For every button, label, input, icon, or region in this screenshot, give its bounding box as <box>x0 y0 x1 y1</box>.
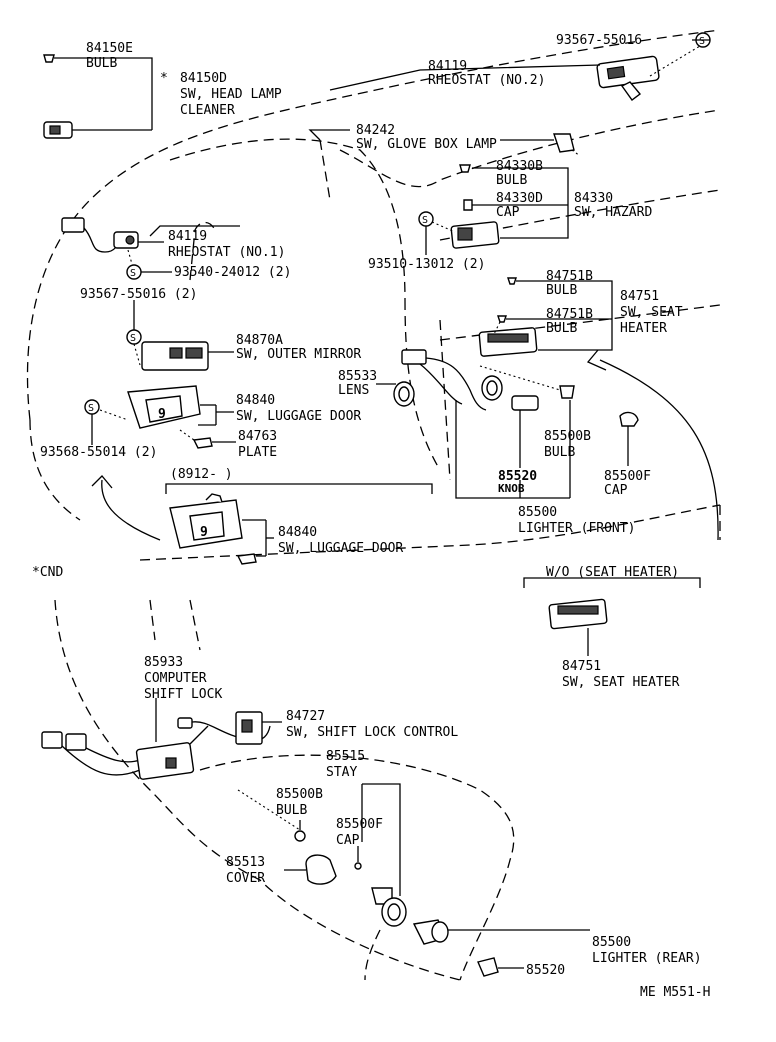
switch-head-lamp-cleaner <box>43 57 153 139</box>
label-84870A-name: SW, OUTER MIRROR <box>236 347 361 362</box>
label-84330-name: SW, HAZARD <box>574 205 652 220</box>
label-84870A-code: 84870A <box>236 333 283 348</box>
label-84763-code: 84763 <box>238 429 277 444</box>
screw-marks: S S S S S <box>88 36 705 414</box>
switch-outer-mirror <box>126 300 234 371</box>
label-85500F-name: CAP <box>604 483 628 498</box>
label-85500Fr-name: CAP <box>336 833 360 848</box>
label-85500F-code: 85500F <box>604 469 651 484</box>
switch-seat-heater-wo <box>523 577 701 656</box>
switch-seat-heater <box>478 277 719 541</box>
label-84150E-name: BULB <box>86 56 117 71</box>
s-mark-2: S <box>422 215 428 226</box>
switch-hazard <box>418 164 569 255</box>
svg-text:9: 9 <box>158 407 166 422</box>
label-85533-code: 85533 <box>338 369 377 384</box>
label-84751Ba-name: BULB <box>546 283 577 298</box>
switch-glove-box-lamp <box>308 129 581 157</box>
label-85520r-code: 85520 <box>526 963 565 978</box>
label-84727-name: SW, SHIFT LOCK CONTROL <box>286 725 458 740</box>
lighter-front <box>376 349 639 499</box>
rheostat-no2 <box>329 32 711 101</box>
label-84840b-name: SW, LUGGAGE DOOR <box>278 541 403 556</box>
label-84763-name: PLATE <box>238 445 277 460</box>
label-85500B-name: BULB <box>544 445 575 460</box>
label-85520-name: KNOB <box>498 482 525 495</box>
computer-shift-lock <box>41 698 282 780</box>
label-85515-code: 85515 <box>326 749 365 764</box>
s-mark-3: S <box>130 268 136 279</box>
label-85500B-code: 85500B <box>544 429 591 444</box>
switch-luggage-door-upper: 9 <box>84 385 236 541</box>
label-84840a-code: 84840 <box>236 393 275 408</box>
label-84751-name1: SW, SEAT <box>620 305 683 320</box>
label-cnd: *CND <box>32 565 63 580</box>
label-84751c-name: SW, SEAT HEATER <box>562 675 680 690</box>
label-85500r-name: LIGHTER (REAR) <box>592 951 702 966</box>
label-85500-code: 85500 <box>518 505 557 520</box>
label-85500Br-name: BULB <box>276 803 307 818</box>
label-84242-name: SW, GLOVE BOX LAMP <box>356 137 497 152</box>
label-8912-range: (8912- ) <box>170 467 233 482</box>
lighter-rear <box>237 783 590 977</box>
label-93567a-code: 93567-55016 <box>556 33 642 48</box>
label-84242-code: 84242 <box>356 123 395 138</box>
label-wo-seat-heater: W/O (SEAT HEATER) <box>546 565 679 580</box>
label-85500-name: LIGHTER (FRONT) <box>518 521 635 536</box>
label-84119b-name: RHEOSTAT (NO.2) <box>428 73 545 88</box>
label-84330-code: 84330 <box>574 191 613 206</box>
label-84751Bb-code: 84751B <box>546 307 593 322</box>
label-84330D-name: CAP <box>496 205 520 220</box>
label-84150D-star: * <box>160 71 168 86</box>
label-93568-code: 93568-55014 (2) <box>40 445 157 460</box>
bulb-84150E <box>43 54 84 63</box>
label-85933-name1: COMPUTER <box>144 671 207 686</box>
labels: 84150E BULB * 84150D SW, HEAD LAMP CLEAN… <box>32 33 710 1000</box>
label-84150D-name2: CLEANER <box>180 103 235 118</box>
label-84727-code: 84727 <box>286 709 325 724</box>
label-84751c-code: 84751 <box>562 659 601 674</box>
label-84751Bb-name: BULB <box>546 321 577 336</box>
label-85500r-code: 85500 <box>592 935 631 950</box>
label-84119a-name: RHEOSTAT (NO.1) <box>168 245 285 260</box>
label-93510-code: 93510-13012 (2) <box>368 257 485 272</box>
label-85515-name: STAY <box>326 765 357 780</box>
s-mark-1: S <box>699 36 705 47</box>
label-85933-name2: SHIFT LOCK <box>144 687 222 702</box>
label-84150E-code: 84150E <box>86 41 133 56</box>
label-85500Fr-code: 85500F <box>336 817 383 832</box>
s-mark-5: S <box>88 403 94 414</box>
label-85513-code: 85513 <box>226 855 265 870</box>
rheostat-no1 <box>61 217 240 280</box>
label-84751-name2: HEATER <box>620 321 667 336</box>
label-84119a-code: 84119 <box>168 229 207 244</box>
luggage-door-lower: 9 <box>165 483 433 565</box>
label-85533-name: LENS <box>338 383 369 398</box>
figure-id: ME M551-H <box>640 985 710 1000</box>
label-84840b-code: 84840 <box>278 525 317 540</box>
label-93567b-code: 93567-55016 (2) <box>80 287 197 302</box>
label-85520-code: 85520 <box>498 469 537 484</box>
s-mark-4: S <box>130 333 136 344</box>
label-85513-name: COVER <box>226 871 265 886</box>
label-84119b-code: 84119 <box>428 59 467 74</box>
label-93540-code: 93540-24012 (2) <box>174 265 291 280</box>
label-84330B-code: 84330B <box>496 159 543 174</box>
label-85500Br-code: 85500B <box>276 787 323 802</box>
label-84150D-code: 84150D <box>180 71 227 86</box>
label-84751Ba-code: 84751B <box>546 269 593 284</box>
dashboard-outline <box>26 29 721 981</box>
label-84330D-code: 84330D <box>496 191 543 206</box>
label-84751-code: 84751 <box>620 289 659 304</box>
label-84150D-name1: SW, HEAD LAMP <box>180 87 282 102</box>
svg-text:9: 9 <box>200 525 208 540</box>
label-85933-code: 85933 <box>144 655 183 670</box>
label-84330B-name: BULB <box>496 173 527 188</box>
label-84840a-name: SW, LUGGAGE DOOR <box>236 409 361 424</box>
